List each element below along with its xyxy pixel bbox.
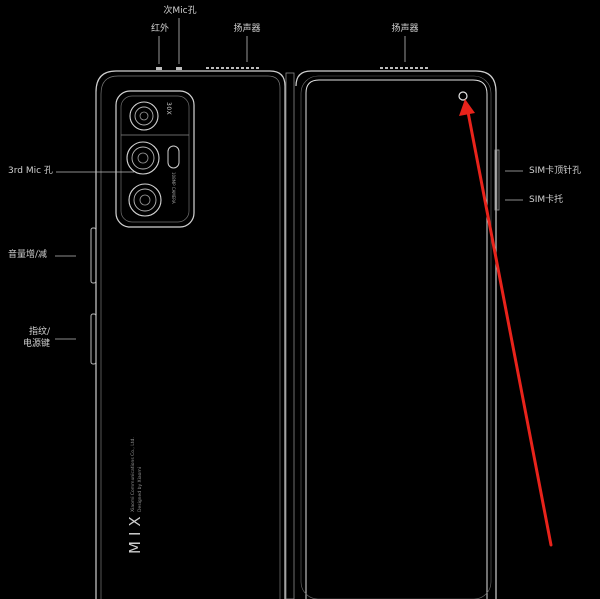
lens-1-core (139, 111, 149, 121)
label-volume: 音量增/减 (8, 250, 48, 260)
zoom-text: 30X (165, 102, 172, 116)
lens-1-mid (134, 106, 154, 126)
designed-by-text: Designed by Xiaomi (138, 466, 143, 512)
fingerprint-power-button (90, 313, 97, 365)
hinge (285, 72, 295, 599)
label-speaker-left: 扬声器 (233, 24, 261, 34)
label-speaker-right: 扬声器 (391, 24, 419, 34)
label-fingerprint-line1: 指纹/ (28, 327, 50, 337)
label-third-mic: 3rd Mic 孔 (8, 166, 53, 176)
company-text: Xiaomi Communications Co., Ltd. (131, 437, 136, 512)
ir-blaster-hole (156, 67, 162, 70)
label-sim-tray: SIM卡托 (529, 195, 564, 205)
screen-outline (305, 79, 488, 599)
label-sim-pin: SIM卡顶针孔 (529, 166, 582, 176)
lens-2-outer (126, 141, 160, 175)
inner-screen-bezel (300, 75, 492, 599)
phone-back-inner-outline (100, 75, 281, 599)
lens-2-core (137, 152, 149, 164)
red-arrow-head (459, 99, 475, 116)
camera-module-inner (120, 95, 190, 223)
secondary-mic-hole (176, 67, 182, 70)
volume-button (90, 227, 97, 284)
brand-logo-text: MIX (126, 511, 144, 554)
lens-label-text: 108MP CAMERA (171, 172, 176, 204)
red-arrow-shaft (466, 110, 553, 547)
label-secondary-mic: 次Mic孔 (163, 6, 197, 16)
lens-2-mid (131, 146, 155, 170)
lens-1-outer (129, 101, 159, 131)
label-ir-blaster: 红外 (150, 24, 170, 34)
lens-3-mid (133, 188, 157, 212)
label-fingerprint-line2: 电源键 (22, 339, 50, 349)
lens-3-outer (128, 183, 162, 217)
phone-back-outline (95, 70, 286, 599)
front-camera-icon (458, 91, 468, 101)
flash-icon (167, 145, 180, 169)
lens-3-core (139, 194, 151, 206)
phone-front-outline (295, 70, 497, 599)
camera-module (115, 90, 195, 228)
